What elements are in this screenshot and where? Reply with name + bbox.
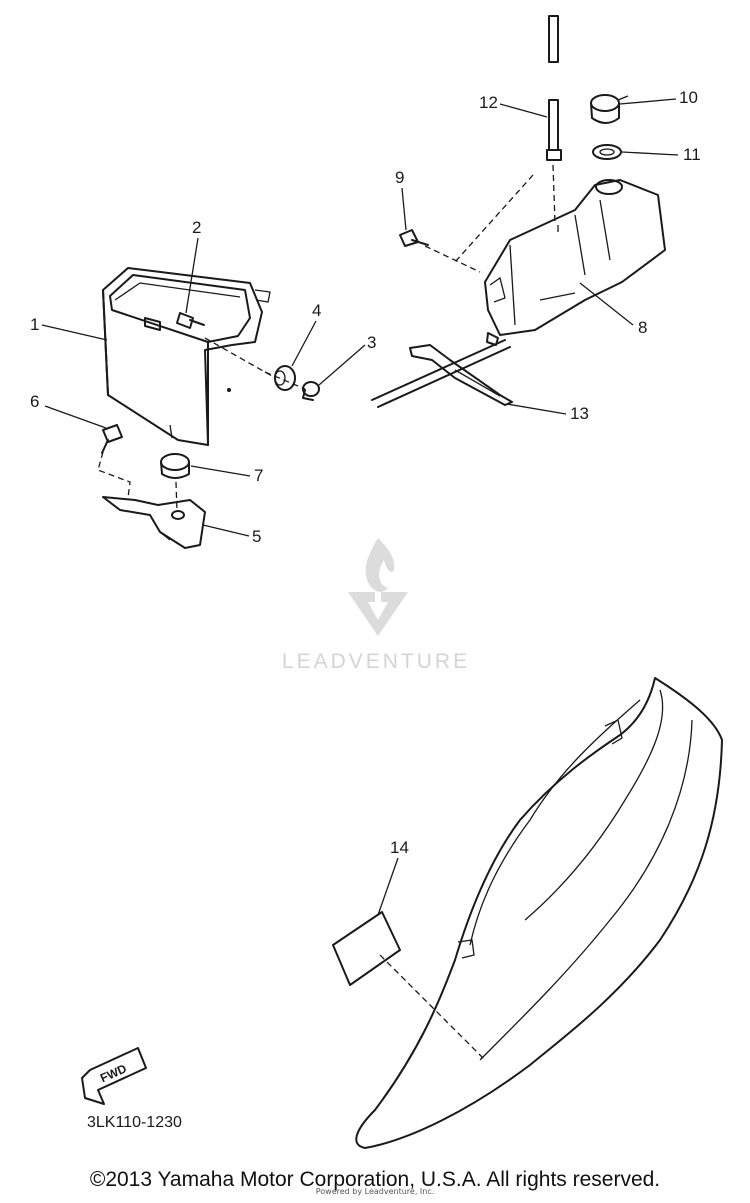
callout-10: 10 [619,88,698,107]
bracket-part-5[interactable] [102,496,206,549]
svg-text:6: 6 [30,392,39,411]
callout-4: 4 [291,301,321,367]
svg-text:10: 10 [679,88,698,107]
callout-8: 8 [579,282,647,337]
svg-text:4: 4 [312,301,321,320]
svg-text:12: 12 [479,93,498,112]
nut-part-3[interactable] [302,381,320,401]
band-part-13[interactable] [371,339,513,408]
svg-text:8: 8 [638,318,647,337]
callout-12: 12 [479,93,548,118]
screw-part-9[interactable] [399,229,429,247]
copyright-footer: ©2013 Yamaha Motor Corporation, U.S.A. A… [89,1168,661,1191]
svg-text:5: 5 [252,527,261,546]
callout-7: 7 [190,465,263,485]
bolt-part-2[interactable] [176,312,205,329]
callout-9: 9 [395,168,407,231]
diagram-code: 3LK110-1230 [87,1114,182,1131]
bolt-part-6[interactable] [101,424,123,454]
svg-text:1: 1 [30,315,39,334]
callout-3: 3 [318,333,376,386]
callout-13: 13 [506,403,589,423]
grommet-part-4[interactable] [274,365,296,391]
callout-14: 14 [377,838,409,916]
side-cover-part[interactable] [355,677,723,1149]
leadventure-watermark: LEADVENTURE [282,538,470,673]
watermark-text: LEADVENTURE [282,650,470,673]
svg-text:13: 13 [570,404,589,423]
fwd-arrow-icon: FWD [81,1047,147,1105]
battery-box-part[interactable] [102,267,271,446]
callout-2: 2 [185,218,201,314]
label-part-14[interactable] [332,911,401,986]
svg-text:2: 2 [192,218,201,237]
callout-5: 5 [202,524,261,546]
callout-11: 11 [621,145,701,164]
callout-1: 1 [30,315,108,341]
damper-part-7[interactable] [160,453,190,479]
svg-text:9: 9 [395,168,404,187]
svg-text:14: 14 [390,838,409,857]
cap-part-10[interactable] [590,94,629,124]
svg-text:11: 11 [683,145,701,164]
svg-text:3: 3 [367,333,376,352]
overlay-credit: Powered by Leadventure, Inc. [315,1187,435,1196]
hose-part-12[interactable] [546,15,562,161]
reservoir-tank-part-8[interactable] [484,179,666,346]
svg-text:7: 7 [254,466,263,485]
gasket-part-11[interactable] [592,144,622,160]
callout-6: 6 [30,392,107,429]
